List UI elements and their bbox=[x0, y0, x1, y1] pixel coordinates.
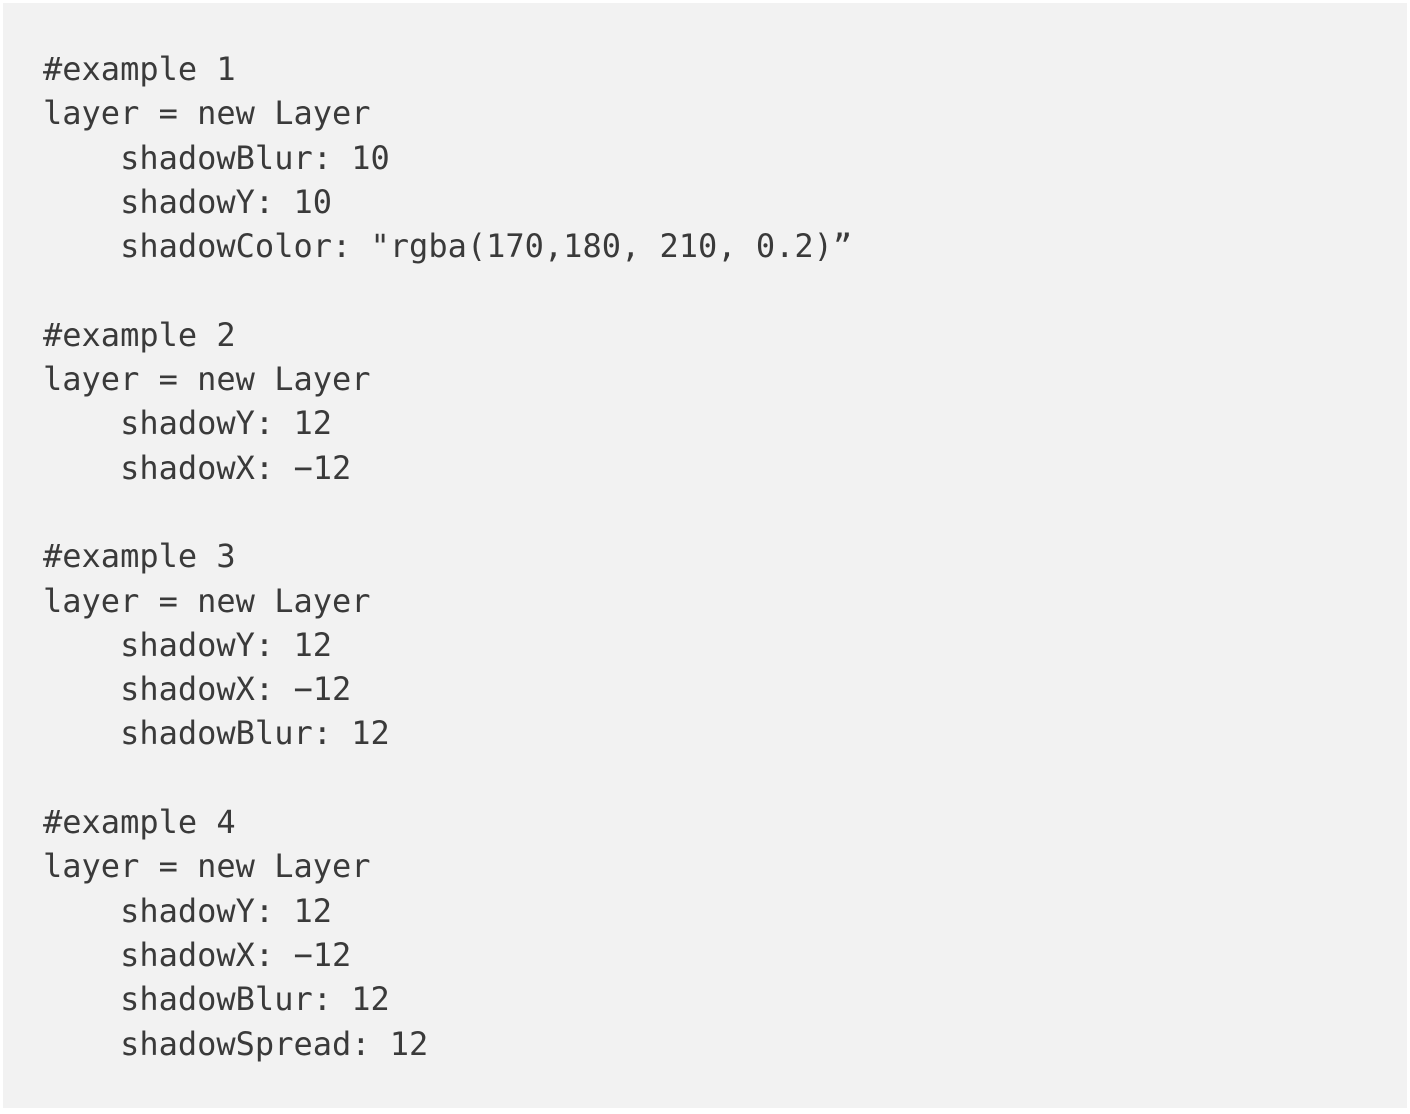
code-line: shadowX: −12 bbox=[43, 448, 352, 487]
code-line: shadowBlur: 12 bbox=[43, 714, 390, 753]
code-line: layer = new Layer bbox=[43, 581, 371, 620]
code-line: #example 3 bbox=[43, 537, 236, 576]
code-line: shadowColor: "rgba(170,180, 210, 0.2)” bbox=[43, 227, 853, 266]
code-line: shadowBlur: 12 bbox=[43, 980, 390, 1019]
code-line-blank bbox=[43, 490, 1407, 534]
code-line: #example 4 bbox=[43, 803, 236, 842]
code-block[interactable]: #example 1 layer = new Layer shadowBlur:… bbox=[3, 3, 1407, 1108]
code-line-blank bbox=[43, 268, 1407, 312]
code-line: #example 1 bbox=[43, 50, 236, 88]
code-line: shadowSpread: 12 bbox=[43, 1024, 429, 1063]
code-line: shadowY: 10 bbox=[43, 182, 332, 221]
code-line: layer = new Layer bbox=[43, 94, 371, 133]
code-line: shadowBlur: 10 bbox=[43, 138, 390, 177]
code-line: layer = new Layer bbox=[43, 847, 371, 886]
code-line: shadowY: 12 bbox=[43, 404, 332, 443]
code-lines-container: #example 1 layer = new Layer shadowBlur:… bbox=[43, 47, 1407, 1066]
code-line: shadowY: 12 bbox=[43, 625, 332, 664]
code-line: layer = new Layer bbox=[43, 360, 371, 399]
code-line-blank bbox=[43, 756, 1407, 800]
code-line: shadowX: −12 bbox=[43, 670, 352, 709]
code-line: shadowY: 12 bbox=[43, 891, 332, 930]
code-line: shadowX: −12 bbox=[43, 935, 352, 974]
code-line: #example 2 bbox=[43, 315, 236, 354]
